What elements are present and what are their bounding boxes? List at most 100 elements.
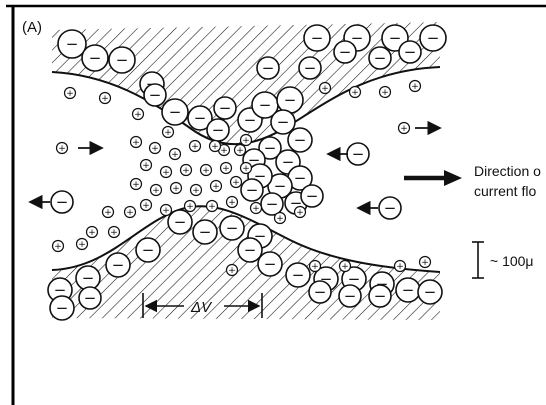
panel-label: (A) [22,19,42,36]
cation-sign: + [311,262,319,272]
anion-sign: − [219,99,232,117]
anion-sign: − [56,193,69,211]
lower-wall-edge [51,205,441,273]
cation-sign: + [142,201,150,211]
cation-sign: + [142,161,150,171]
cation-sign: + [172,184,180,194]
cation-sign: + [228,266,236,276]
cation-sign: + [202,166,210,176]
cation-21: + [239,161,253,175]
anion-sign: − [66,35,79,53]
cation-6: + [318,81,332,95]
cation-10: + [129,135,143,149]
anion-sign: − [352,145,365,163]
anion-sign: − [348,270,361,288]
upper-wall-edge [51,66,441,146]
anion-group: −−−−−−−−−−−−−−−−−−−−−−−−−−−−−−−−−−−−−−−−… [47,24,447,321]
cation-sign: + [152,186,160,196]
anion-14: − [143,83,167,107]
anion-56: − [378,196,402,220]
cation-sign: + [321,84,329,94]
cation-sign: + [192,186,200,196]
cation-42: + [225,263,239,277]
cation-18: + [179,163,193,177]
delta-v-label: ΔV [190,299,213,316]
cation-group: ++++++++++++++++++++++++++++++++++++++++… [51,79,432,277]
anion-sign: − [374,287,387,305]
cation-sign: + [88,228,96,238]
anion-sign: − [404,43,417,61]
cation-15: + [233,143,247,157]
cation-34: + [273,211,287,225]
anion-44: − [258,136,282,160]
anion-6: − [206,118,230,142]
anion-sign: − [82,269,95,287]
cation-sign: + [208,202,216,212]
anion-sign: − [116,51,129,69]
cation-sign: + [171,150,179,160]
direction-label-line-2: current flo [474,183,536,199]
cation-sign: + [296,208,304,218]
cation-sign: + [66,89,74,99]
anion-sign: − [89,49,102,67]
anion-29: − [237,237,263,263]
cation-sign: + [134,110,142,120]
scale-bar [472,241,484,279]
anion-sign: − [294,169,307,187]
anion-sign: − [339,43,352,61]
anion-sign: − [277,113,290,131]
anion-36: − [417,279,443,305]
cation-24: + [169,181,183,195]
anion-sign: − [384,199,397,217]
anion-sign: − [314,283,327,301]
cation-33: + [249,201,263,215]
cation-sign: + [151,144,159,154]
anion-18: − [333,40,357,64]
cation-sign: + [396,262,404,272]
anion-20: − [398,40,422,64]
cation-sign: + [252,204,260,214]
cation-22: + [129,177,143,191]
anion-sign: − [402,281,415,299]
cation-48: + [397,121,411,135]
cation-3: + [161,125,175,139]
cation-23: + [149,183,163,197]
anion-sign: − [344,287,357,305]
cation-41: + [75,237,89,251]
cation-12: + [168,147,182,161]
anion-sign: − [274,177,287,195]
cation-8: + [378,85,392,99]
cation-sign: + [211,142,219,152]
cation-sign: + [104,208,112,218]
anion-sign: − [56,299,69,317]
cation-0: + [63,86,77,100]
cation-sign: + [126,208,134,218]
anion-sign: − [54,281,67,299]
anion-sign: − [374,49,387,67]
anion-sign: − [246,181,259,199]
anion-21: − [167,209,193,235]
scale-label: ~ 100μ [490,253,534,269]
anion-0: − [57,29,87,59]
anion-sign: − [306,187,319,205]
cation-sign: + [242,164,250,174]
cation-sign: + [132,138,140,148]
cation-sign: + [236,146,244,156]
anion-37: − [308,280,332,304]
cation-29: + [159,203,173,217]
cation-35: + [293,205,307,219]
anion-sign: − [244,111,257,129]
cation-16: + [139,158,153,172]
cation-20: + [219,161,233,175]
anion-4: − [161,98,189,126]
cation-sign: + [162,206,170,216]
anion-sign: − [169,103,182,121]
anion-42: − [270,109,296,135]
anion-sign: − [262,59,275,77]
cation-46: + [338,259,352,273]
anion-sign: − [304,59,317,77]
cation-sign: + [182,166,190,176]
cation-13: + [188,139,202,153]
anion-13: − [419,24,447,52]
